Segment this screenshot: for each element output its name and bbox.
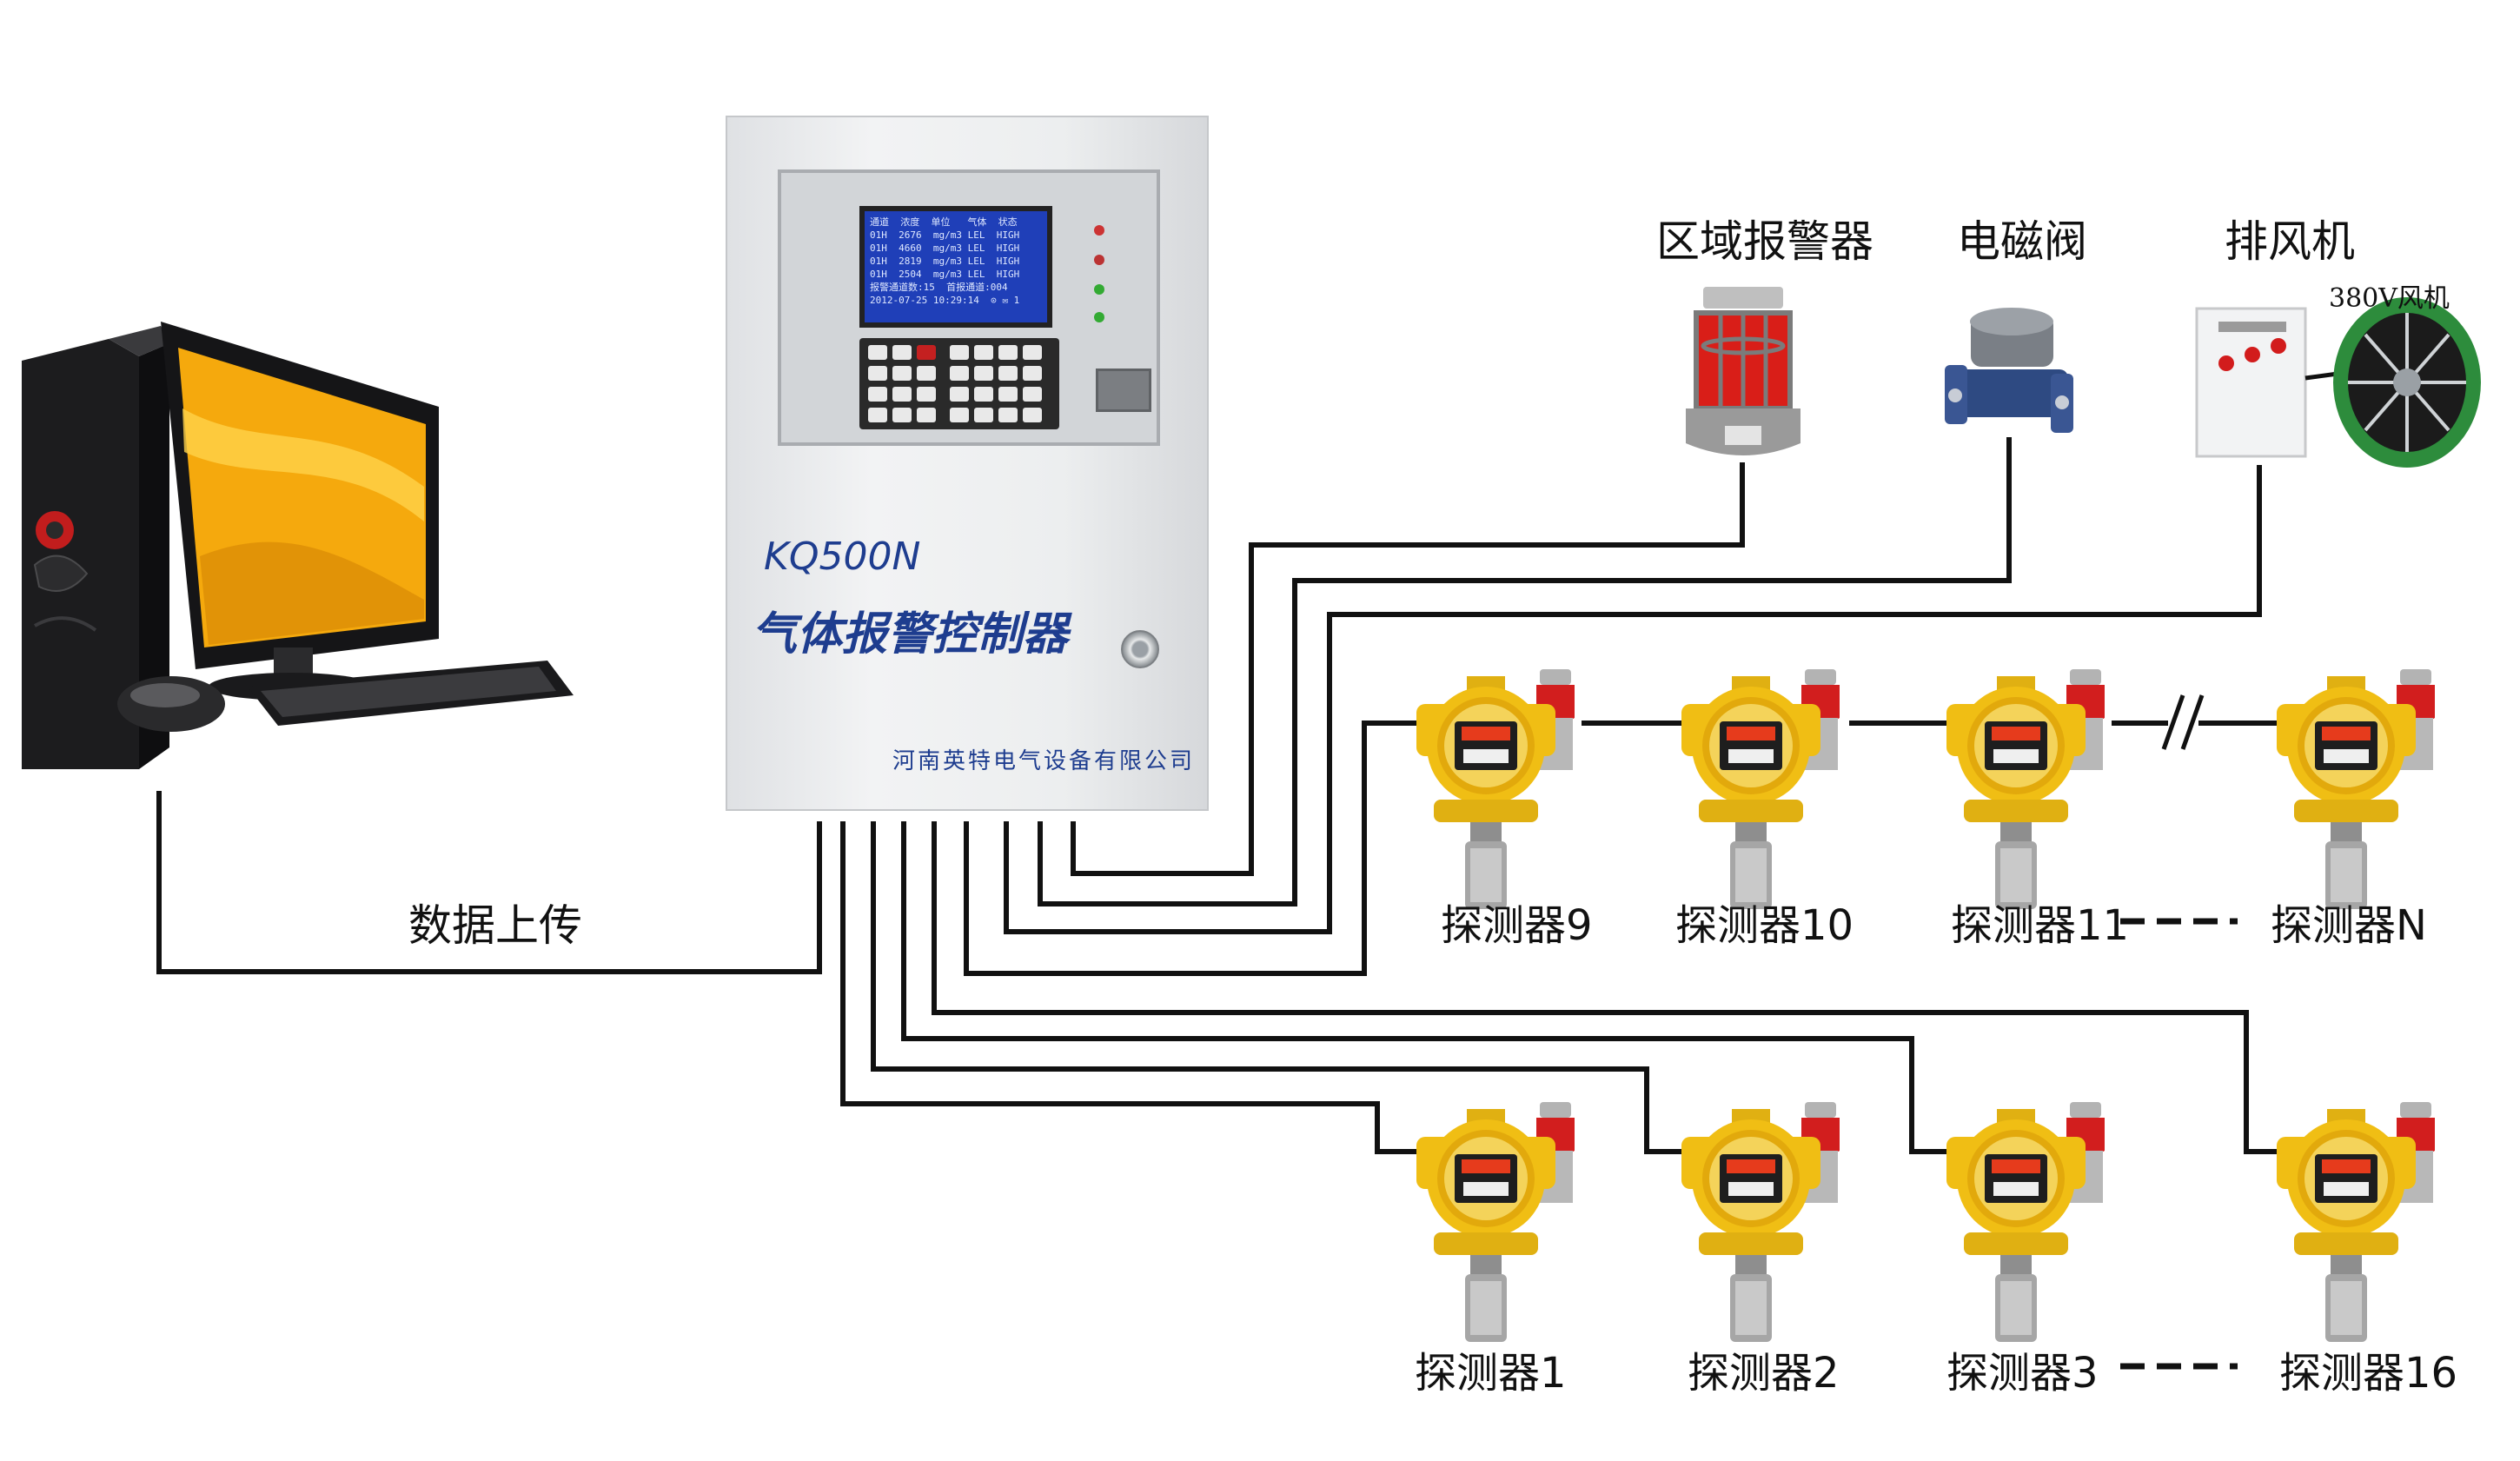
keypad-key <box>1023 366 1042 381</box>
upload-wire <box>156 791 822 974</box>
bottom-wire-2 <box>871 821 1686 1154</box>
status-led <box>1094 255 1104 265</box>
alarm-label: 区域报警器 <box>1656 216 1873 267</box>
keypad-key <box>868 366 887 381</box>
detector-3-icon <box>1946 1102 2105 1342</box>
keypad-key <box>950 345 969 360</box>
break-mark <box>2161 694 2185 750</box>
keypad-key <box>892 387 912 402</box>
keypad-key <box>917 387 936 402</box>
controller-company: 河南英特电气设备有限公司 <box>892 748 1196 774</box>
detector-label: 探测器N <box>2271 901 2427 950</box>
keypad-key <box>974 345 993 360</box>
printer-slot <box>1096 369 1151 412</box>
valve-label: 电磁阀 <box>1957 216 2087 267</box>
bottom-wire-16 <box>932 821 2285 1154</box>
detector-label: 探测器16 <box>2279 1349 2458 1398</box>
detector-9-icon <box>1416 669 1575 909</box>
fan-control-box-icon <box>2195 307 2351 458</box>
status-led <box>1094 312 1104 322</box>
keypad-key <box>998 345 1018 360</box>
display-line: 报警通道数:15 首报通道:004 <box>870 282 1008 293</box>
controller-name: 气体报警控制器 <box>752 608 1069 661</box>
solenoid-valve-icon <box>1945 308 2073 433</box>
keypad-key <box>950 408 969 422</box>
bottom-wire-1 <box>840 821 1418 1154</box>
keypad-key <box>917 366 936 381</box>
detector-10-icon <box>1681 669 1840 909</box>
detector-16-icon <box>2277 1102 2435 1342</box>
keypad-key <box>892 408 912 422</box>
keypad-key <box>1023 345 1042 360</box>
detector-label: 探测器1 <box>1415 1349 1567 1398</box>
keypad-key <box>868 345 887 360</box>
detector-label: 探测器10 <box>1675 901 1854 950</box>
desktop-computer-icon <box>22 322 574 769</box>
break-mark <box>2180 694 2205 750</box>
keypad-key <box>974 366 993 381</box>
controller-model: KQ500N <box>764 535 921 579</box>
keypad-key <box>892 366 912 381</box>
keypad-key <box>1023 387 1042 402</box>
controller-display: 通道 浓度 单位 气体 状态 01H 2676 mg/m3 LEL HIGH 0… <box>859 206 1052 328</box>
fan-label: 排风机 <box>2225 216 2355 267</box>
status-led <box>1094 284 1104 295</box>
keypad-key <box>998 408 1018 422</box>
keypad-key <box>868 387 887 402</box>
detector-1-icon <box>1416 1102 1575 1342</box>
keypad-key <box>1023 408 1042 422</box>
gas-alarm-controller: 通道 浓度 单位 气体 状态 01H 2676 mg/m3 LEL HIGH 0… <box>726 116 1209 811</box>
valve-wire <box>1038 437 2012 906</box>
keypad-key <box>892 345 912 360</box>
alarm-wire <box>1071 462 1745 876</box>
detector-n-icon <box>2277 669 2435 909</box>
keypad-key <box>974 408 993 422</box>
fan-wire <box>1004 465 2262 934</box>
display-line: 01H 2676 mg/m3 LEL HIGH <box>870 229 1020 241</box>
status-led <box>1094 225 1104 236</box>
controller-keypad <box>859 338 1059 429</box>
keypad-key <box>950 366 969 381</box>
controller-panel-window: 通道 浓度 单位 气体 状态 01H 2676 mg/m3 LEL HIGH 0… <box>778 169 1160 446</box>
detector-2-icon <box>1681 1102 1840 1342</box>
keypad-key <box>974 387 993 402</box>
keypad-key <box>998 366 1018 381</box>
display-line: 01H 2504 mg/m3 LEL HIGH <box>870 269 1020 280</box>
lock-icon <box>1121 630 1159 668</box>
detector-label: 探测器9 <box>1441 901 1593 950</box>
detector-label: 探测器11 <box>1951 901 2130 950</box>
upload-label: 数据上传 <box>408 900 582 951</box>
display-line: 01H 2819 mg/m3 LEL HIGH <box>870 256 1020 267</box>
detector-label: 探测器2 <box>1688 1349 1840 1398</box>
display-line: 2012-07-25 10:29:14 ⊙ ✉ 1 <box>870 295 1020 306</box>
keypad-key <box>868 408 887 422</box>
fan-note: 380V风机 <box>2329 283 2450 314</box>
detector-label: 探测器3 <box>1946 1349 2099 1398</box>
top-detector-wire <box>964 721 1427 976</box>
area-alarm-icon <box>1686 287 1800 455</box>
detector-11-icon <box>1946 669 2105 909</box>
keypad-key <box>917 408 936 422</box>
display-line: 01H 4660 mg/m3 LEL HIGH <box>870 242 1020 254</box>
exhaust-fan-icon <box>2333 297 2481 468</box>
keypad-key <box>998 387 1018 402</box>
display-line: 通道 浓度 单位 气体 状态 <box>870 216 1018 228</box>
bottom-wire-3 <box>901 821 1951 1154</box>
keypad-key <box>917 345 936 360</box>
keypad-key <box>950 387 969 402</box>
